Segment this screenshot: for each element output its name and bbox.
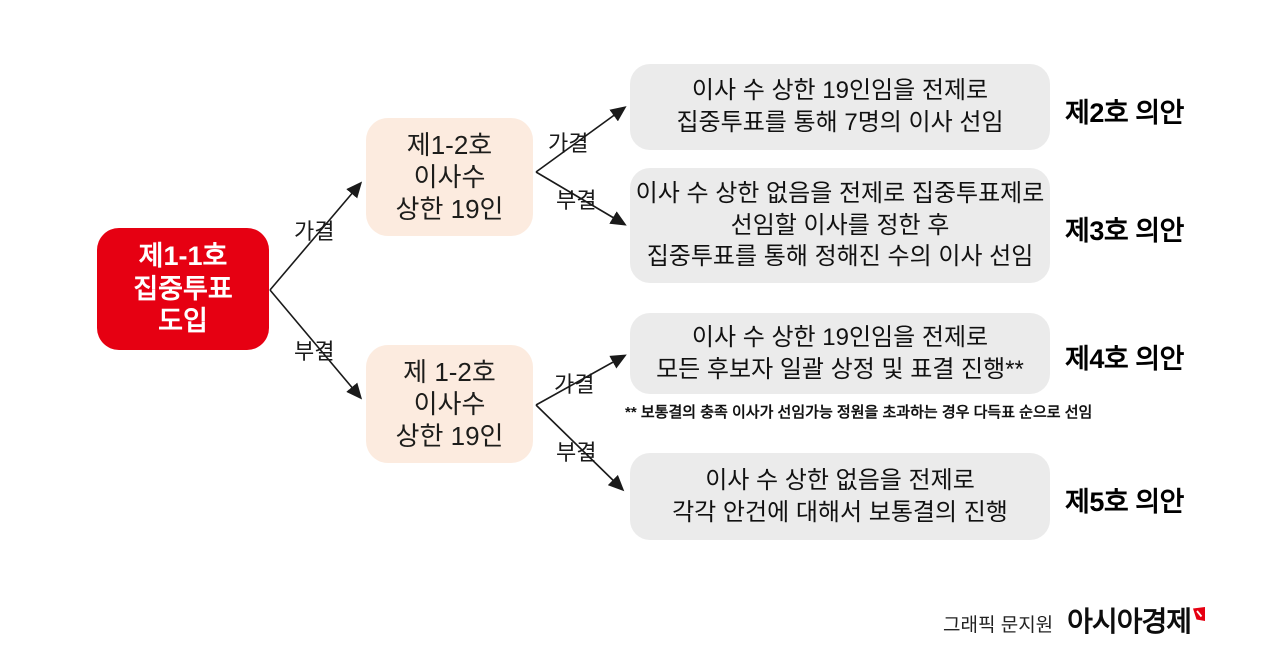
node-text-line: 상한 19인 — [395, 421, 504, 452]
node-text-line: 제1-2호 — [406, 129, 493, 160]
edge-label-pass-root-upper: 가결 — [294, 219, 335, 244]
node-agenda-1-2-lower: 제 1-2호 이사수 상한 19인 — [366, 345, 533, 463]
edge-label-fail-mid1: 부결 — [556, 188, 597, 213]
node-text-line: 각각 안건에 대해서 보통결의 진행 — [672, 498, 1008, 526]
node-text-line: 집중투표를 통해 7명의 이사 선임 — [676, 109, 1004, 136]
graphic-credit-text: 그래픽 문지원 — [943, 615, 1054, 636]
node-text-line: 도입 — [158, 306, 208, 337]
node-agenda-1-2-upper: 제1-2호 이사수 상한 19인 — [366, 118, 533, 236]
brand-logo-text: 아시아경제 — [1067, 606, 1192, 637]
footnote-text: ** 보통결의 충족 이사가 선임가능 정원을 초과하는 경우 다득표 순으로 … — [625, 404, 1093, 421]
node-result-agenda-3: 이사 수 상한 없음을 전제로 집중투표제로 선임할 이사를 정한 후 집중투표… — [630, 168, 1050, 283]
agenda-label-5: 제5호 의안 — [1065, 487, 1184, 517]
agenda-label-4: 제4호 의안 — [1065, 344, 1184, 374]
node-text-line: 이사 수 상한 19인임을 전제로 — [691, 323, 989, 351]
edge-label-fail-root-lower: 부결 — [294, 339, 335, 364]
node-text-line: 집중투표를 통해 정해진 수의 이사 선임 — [646, 243, 1034, 271]
footer-credit-line: 그래픽 문지원 아시아경제 — [943, 600, 1205, 640]
node-text-line: 모든 후보자 일괄 상정 및 표결 진행** — [656, 355, 1024, 383]
node-text-line: 제1-1호 — [138, 240, 228, 271]
brand-logo-mark-icon — [1192, 607, 1205, 621]
node-text-line: 이사수 — [413, 388, 486, 419]
node-text-line: 이사수 — [413, 161, 486, 192]
edge-label-pass-mid2: 가결 — [554, 372, 595, 397]
node-result-agenda-2: 이사 수 상한 19인임을 전제로 집중투표를 통해 7명의 이사 선임 — [630, 64, 1050, 150]
agenda-label-3: 제3호 의안 — [1065, 216, 1184, 246]
node-text-line: 이사 수 상한 없음을 전제로 집중투표제로 — [635, 179, 1045, 207]
edge-label-fail-mid2: 부결 — [556, 440, 597, 465]
node-text-line: 선임할 이사를 정한 후 — [730, 211, 950, 239]
node-text-line: 제 1-2호 — [403, 356, 496, 387]
node-text-line: 이사 수 상한 없음을 전제로 — [705, 466, 975, 494]
node-result-agenda-5: 이사 수 상한 없음을 전제로 각각 안건에 대해서 보통결의 진행 — [630, 453, 1050, 540]
node-root-agenda-1-1: 제1-1호 집중투표 도입 — [97, 228, 269, 350]
node-text-line: 집중투표 — [133, 273, 233, 304]
node-text-line: 이사 수 상한 19인임을 전제로 — [691, 77, 989, 105]
edge-label-pass-mid1: 가결 — [548, 131, 589, 156]
node-text-line: 상한 19인 — [395, 194, 504, 225]
agenda-label-2: 제2호 의안 — [1065, 98, 1184, 128]
node-result-agenda-4: 이사 수 상한 19인임을 전제로 모든 후보자 일괄 상정 및 표결 진행** — [630, 313, 1050, 394]
